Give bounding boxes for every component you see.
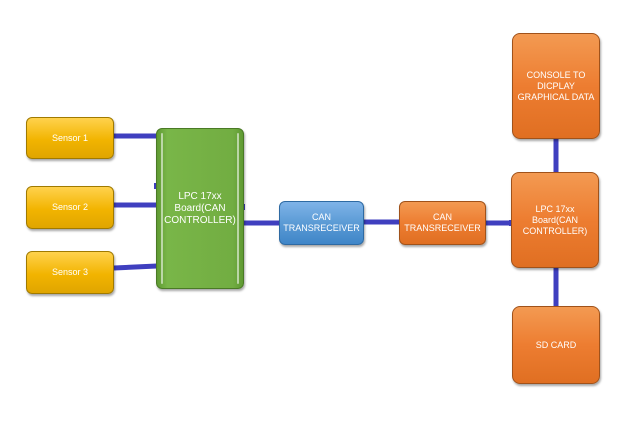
sd-card-block: SD CARD (512, 306, 600, 384)
can-left-label: CAN TRANSRECEIVER (283, 212, 360, 233)
lpc-left-board: LPC 17xx Board(CAN CONTROLLER) (156, 128, 244, 289)
sensor-2-block: Sensor 2 (26, 186, 114, 229)
lpc-left-label: LPC 17xx Board(CAN CONTROLLER) (164, 190, 236, 226)
lpc-right-board: LPC 17xx Board(CAN CONTROLLER) (511, 172, 599, 268)
sensor-3-block: Sensor 3 (26, 251, 114, 294)
sensor-2-label: Sensor 2 (51, 202, 89, 212)
can-right-label: CAN TRANSRECEIVER (404, 212, 481, 233)
sensor-1-label: Sensor 1 (51, 132, 89, 143)
sd-card-label: SD CARD (535, 339, 577, 350)
lpc-right-label: LPC 17xx Board(CAN CONTROLLER) (522, 203, 588, 236)
sensor-1-block: Sensor 1 (26, 117, 114, 159)
link-sensor3-lpc (113, 263, 158, 271)
console-label: CONSOLE TO DICPLAY GRAPHICAL DATA (517, 69, 595, 102)
can-transreceiver-left: CAN TRANSRECEIVER (279, 201, 364, 245)
console-display-block: CONSOLE TO DICPLAY GRAPHICAL DATA (512, 33, 600, 139)
sensor-3-label: Sensor 3 (51, 267, 89, 277)
can-transreceiver-right: CAN TRANSRECEIVER (399, 201, 486, 245)
